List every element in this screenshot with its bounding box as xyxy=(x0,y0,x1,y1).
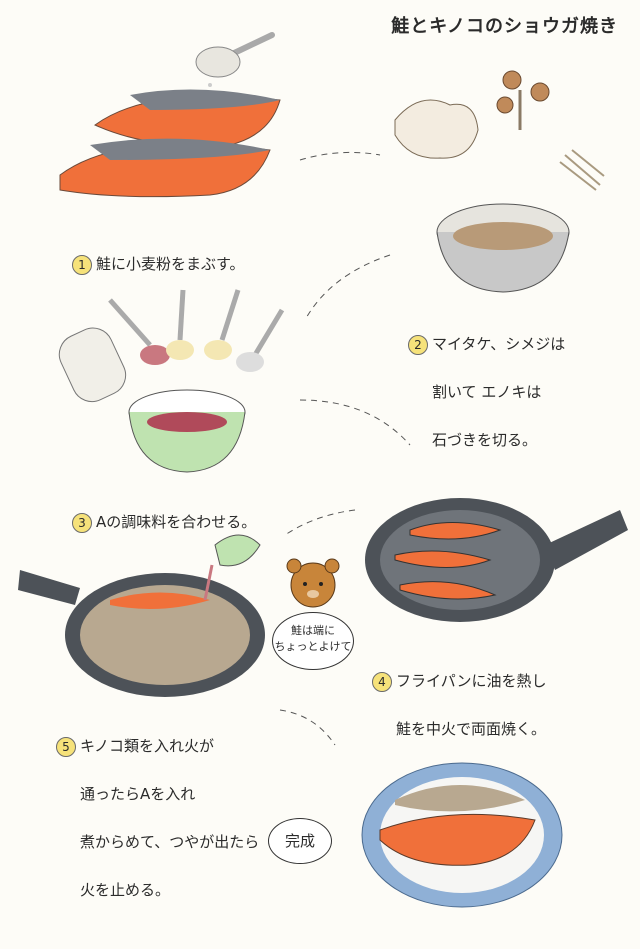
step-2-line-2: 割いて エノキは xyxy=(432,383,542,401)
seasoning-bowl-illustration xyxy=(58,289,285,473)
step-4-line-2: 鮭を中火で両面焼く。 xyxy=(396,720,547,738)
step-2-line-3: 石づきを切る。 xyxy=(432,431,538,449)
recipe-title: 鮭とキノコのショウガ焼き xyxy=(391,16,618,37)
step-2-line-1: マイタケ、シメジは xyxy=(432,335,566,353)
mushroom-bowl-illustration xyxy=(436,203,570,293)
bear-bubble-line-2: ちょっとよけて xyxy=(274,640,352,653)
bear-bubble-line-1: 鮭は端に xyxy=(291,624,335,637)
bear-speech-bubble: 鮭は端に ちょっとよけて xyxy=(272,612,354,670)
simmering-pan-illustration xyxy=(18,534,265,697)
done-speech-bubble: 完成 xyxy=(268,818,332,864)
step-5-line-4: 火を止める。 xyxy=(80,881,171,899)
step-4-line-1: フライパンに油を熱し xyxy=(396,672,547,690)
step-3-text: Aの調味料を合わせる。 xyxy=(96,513,257,531)
finished-dish-illustration xyxy=(361,762,563,908)
mushrooms-illustration xyxy=(394,70,605,191)
step-number-5: 5 xyxy=(56,736,76,757)
frying-salmon-illustration xyxy=(365,498,628,622)
step-5-line-3: 煮からめて、つやが出たら xyxy=(80,833,260,851)
step-number-1: 1 xyxy=(72,254,92,275)
bear-mascot-illustration xyxy=(286,558,340,608)
step-number-4: 4 xyxy=(372,671,392,692)
step-5-line-2: 通ったらAを入れ xyxy=(80,785,196,803)
raw-salmon-illustration xyxy=(59,89,281,198)
step-5-line-1: キノコ類を入れ火が xyxy=(80,737,214,755)
step-number-3: 3 xyxy=(72,512,92,533)
step-1-text: 鮭に小麦粉をまぶす。 xyxy=(96,255,245,273)
flour-spoon-illustration xyxy=(195,32,275,112)
step-number-2: 2 xyxy=(408,334,428,355)
